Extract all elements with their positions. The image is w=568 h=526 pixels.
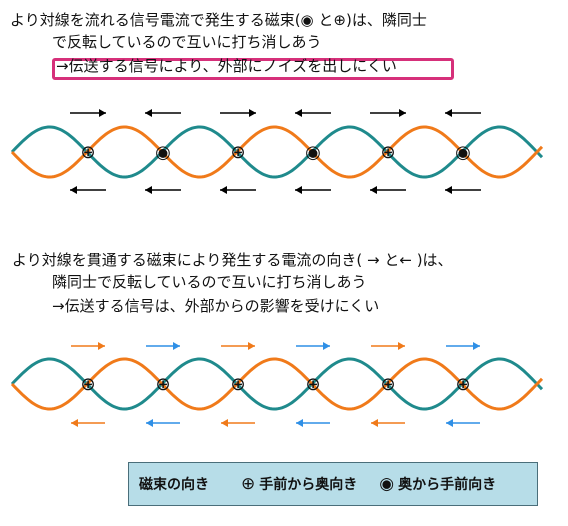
arrow-bottom-orange-2 bbox=[221, 419, 255, 427]
section2-line3: →伝送する信号は、外部からの影響を受けにくい bbox=[52, 297, 380, 315]
legend-title: 磁束の向き bbox=[139, 477, 209, 493]
legend-box: 磁束の向き ⊕ 手前から奥向き ◉ 奥から手前向き bbox=[128, 462, 538, 506]
flux-symbol-2: ⊕ bbox=[155, 374, 170, 395]
arrow-top-orange-2 bbox=[221, 342, 255, 350]
arrow-top-1 bbox=[145, 109, 181, 117]
arrow-top-orange-2 bbox=[371, 342, 405, 350]
flux-symbol-2: ⊕ bbox=[230, 374, 245, 395]
arrow-top-1 bbox=[370, 109, 406, 117]
flux-symbol-2: ⊕ bbox=[380, 374, 395, 395]
arrow-bottom-1 bbox=[370, 186, 406, 194]
wire-orange-2 bbox=[10, 357, 544, 411]
arrow-bottom-1 bbox=[220, 186, 256, 194]
arrow-bottom-blue-2 bbox=[296, 419, 330, 427]
legend-item-into-label: 手前から奥向き bbox=[259, 477, 358, 493]
arrow-top-1 bbox=[220, 109, 256, 117]
flux-symbol-1: ⊕ bbox=[80, 142, 95, 163]
arrow-bottom-1 bbox=[295, 186, 331, 194]
highlight-box bbox=[52, 58, 454, 80]
flux-symbol-2: ⊕ bbox=[305, 374, 320, 395]
circled-dot-icon: ◉ bbox=[379, 473, 395, 494]
arrow-bottom-1 bbox=[145, 186, 181, 194]
legend-item-out-label: 奥から手前向き bbox=[398, 477, 497, 493]
flux-symbol-1: ◉ bbox=[155, 142, 171, 163]
arrow-bottom-blue-2 bbox=[146, 419, 180, 427]
arrow-top-1 bbox=[295, 109, 331, 117]
flux-symbol-1: ◉ bbox=[305, 142, 321, 163]
flux-symbol-1: ⊕ bbox=[380, 142, 395, 163]
circled-plus-icon: ⊕ bbox=[241, 473, 256, 494]
wire-teal-2 bbox=[10, 357, 544, 411]
arrow-bottom-blue-2 bbox=[446, 419, 480, 427]
arrow-top-blue-2 bbox=[146, 342, 180, 350]
section1-line3: →伝送する信号により、外部にノイズを出しにくい bbox=[56, 57, 397, 75]
arrow-bottom-1 bbox=[70, 186, 106, 194]
section2-line1: より対線を貫通する磁束により発生する電流の向き( → と← )は、 bbox=[12, 251, 453, 269]
twisted-pair-diagram: ⊕ ◉ ⊕ ◉ ⊕ ◉ ⊕ ⊕ ⊕ ⊕ ⊕ ⊕ bbox=[10, 109, 544, 427]
arrow-bottom-1 bbox=[445, 186, 481, 194]
flux-symbol-2: ⊕ bbox=[455, 374, 470, 395]
arrow-top-blue-2 bbox=[446, 342, 480, 350]
arrow-top-1 bbox=[445, 109, 481, 117]
wire-orange-1 bbox=[10, 125, 544, 179]
flux-symbol-2: ⊕ bbox=[80, 374, 95, 395]
arrow-bottom-orange-2 bbox=[371, 419, 405, 427]
arrow-top-blue-2 bbox=[296, 342, 330, 350]
arrow-bottom-orange-2 bbox=[71, 419, 105, 427]
flux-symbol-1: ◉ bbox=[455, 142, 471, 163]
section1-line2: で反転しているので互いに打ち消しあう bbox=[52, 33, 322, 51]
arrow-top-1 bbox=[70, 109, 106, 117]
legend-item-out: ◉ 奥から手前向き bbox=[379, 474, 496, 494]
legend-item-into: ⊕ 手前から奥向き bbox=[241, 474, 357, 494]
arrow-top-orange-2 bbox=[71, 342, 105, 350]
wire-teal-1 bbox=[10, 125, 544, 179]
section2-line2: 隣同士で反転しているので互いに打ち消しあう bbox=[52, 273, 367, 291]
flux-symbol-1: ⊕ bbox=[230, 142, 245, 163]
section1-line1: より対線を流れる信号電流で発生する磁束(◉ と⊕)は、隣同士 bbox=[10, 11, 427, 29]
